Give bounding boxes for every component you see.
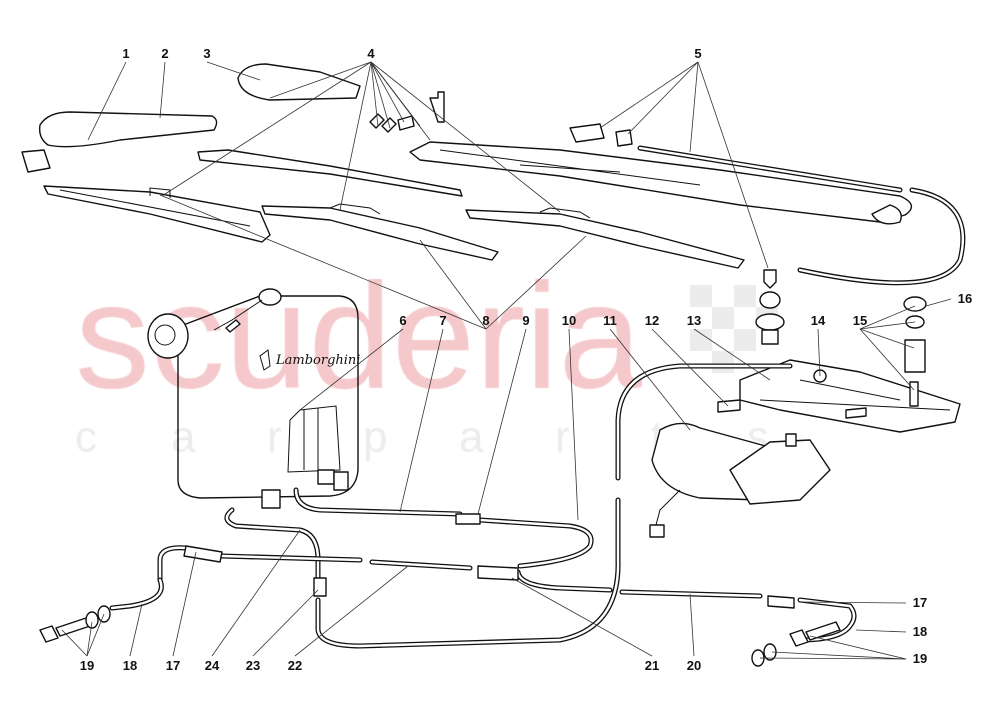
leader-line	[759, 657, 907, 660]
leader-line	[477, 328, 527, 515]
washer-fluid-tank: Lamborghini	[147, 288, 360, 509]
leader-line	[859, 321, 916, 330]
callout-4: 4	[367, 46, 375, 61]
leader-line	[294, 565, 409, 657]
callout-8: 8	[482, 313, 489, 328]
tank-logo: Lamborghini	[275, 353, 360, 368]
leader-line	[809, 635, 907, 660]
leader-line	[511, 577, 653, 657]
leader-line	[689, 61, 699, 153]
leader-line	[925, 298, 952, 307]
leader-line	[370, 61, 379, 127]
callout-22: 22	[288, 658, 302, 673]
leader-line	[817, 328, 821, 377]
leader-line	[697, 61, 769, 269]
leader-line	[206, 61, 261, 81]
leader-line	[172, 551, 197, 657]
callout-13: 13	[687, 313, 701, 328]
callout-14: 14	[811, 313, 826, 328]
hose-segment	[224, 507, 321, 581]
leader-line	[161, 61, 372, 197]
leader-line	[339, 61, 372, 211]
wiper-blades	[43, 185, 745, 269]
callout-7: 7	[439, 313, 446, 328]
washer-hoses	[109, 363, 857, 649]
leader-line	[399, 328, 444, 513]
callout-11: 11	[603, 313, 617, 328]
leader-line	[159, 61, 166, 119]
callout-17: 17	[166, 658, 180, 673]
callout-10: 10	[562, 313, 576, 328]
checkered-flag-icon	[690, 285, 778, 373]
callout-21: 21	[645, 658, 659, 673]
leader-line	[693, 328, 771, 381]
callout-20: 20	[687, 658, 701, 673]
leader-line	[419, 239, 487, 330]
callout-19: 19	[913, 651, 927, 666]
leader-line	[269, 61, 372, 99]
callout-5: 5	[694, 46, 701, 61]
leader-line	[651, 328, 729, 407]
leader-line	[299, 328, 404, 411]
leader-line	[370, 61, 391, 129]
leader-line	[855, 629, 907, 633]
callout-1: 1	[122, 46, 129, 61]
callout-12: 12	[645, 313, 659, 328]
leader-line	[859, 328, 915, 391]
leader-line	[252, 589, 319, 657]
leader-line	[568, 328, 579, 521]
leader-line	[627, 61, 699, 135]
wiper-arms	[197, 123, 913, 225]
leader-line	[609, 328, 691, 431]
leader-line	[129, 603, 143, 657]
wiper-covers	[21, 63, 445, 173]
leader-line	[370, 61, 431, 141]
callout-3: 3	[203, 46, 210, 61]
leader-line	[211, 529, 301, 657]
callout-17: 17	[913, 595, 927, 610]
callout-24: 24	[205, 658, 220, 673]
leader-lines	[61, 61, 952, 660]
callout-23: 23	[246, 658, 260, 673]
callout-18: 18	[123, 658, 137, 673]
leader-line	[599, 61, 699, 129]
callout-6: 6	[399, 313, 406, 328]
leader-line	[61, 629, 88, 657]
leader-line	[859, 305, 916, 330]
leader-line	[159, 194, 487, 330]
hose-upper-right	[637, 145, 966, 286]
wiper-motor-assembly	[649, 269, 961, 538]
leader-line	[771, 651, 907, 660]
leader-line	[370, 61, 405, 123]
leader-line	[86, 621, 93, 657]
leader-line	[485, 235, 587, 330]
leader-line	[86, 613, 105, 657]
leader-line	[799, 601, 907, 604]
callout-16: 16	[958, 291, 972, 306]
callout-18: 18	[913, 624, 927, 639]
leader-line	[859, 328, 915, 349]
callout-9: 9	[522, 313, 529, 328]
leader-line	[689, 593, 695, 657]
callout-2: 2	[161, 46, 168, 61]
callout-19: 19	[80, 658, 94, 673]
leader-line	[87, 61, 127, 141]
leader-line	[370, 61, 561, 213]
callout-15: 15	[853, 313, 867, 328]
